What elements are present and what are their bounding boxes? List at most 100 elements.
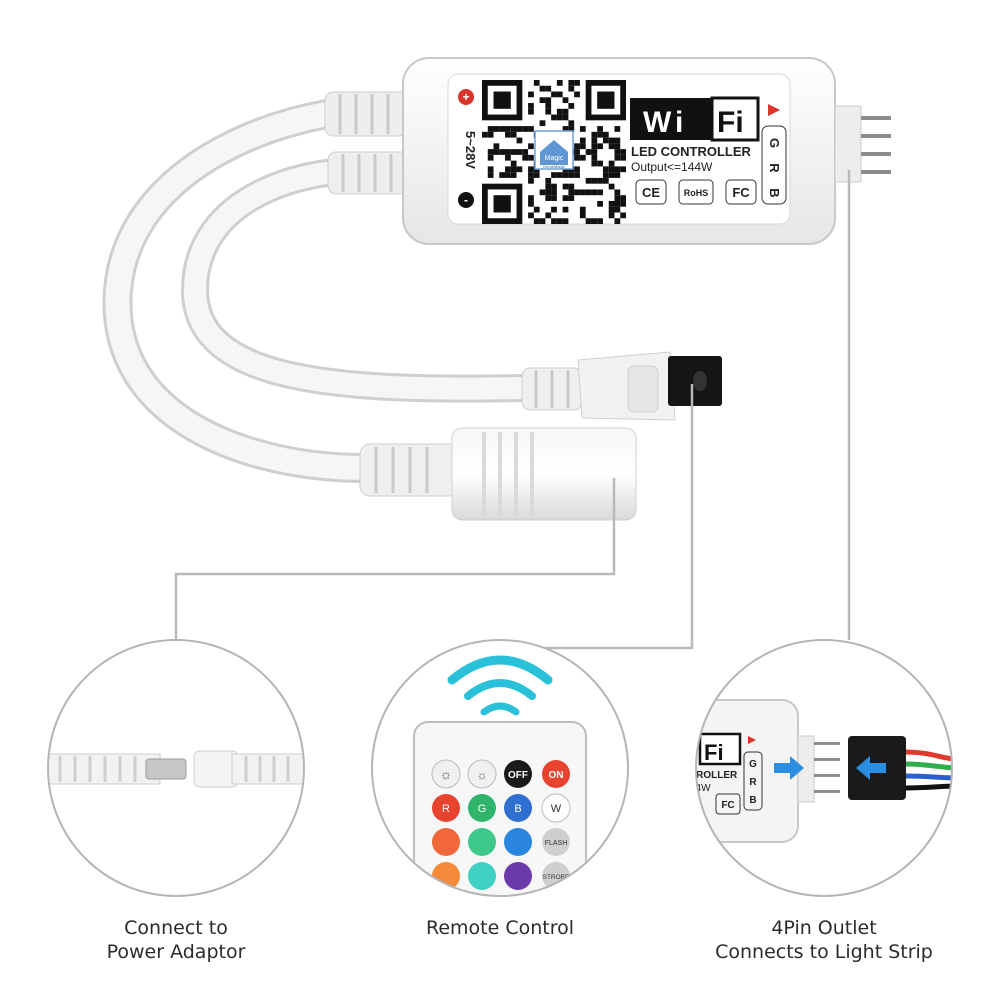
qr-module: [568, 126, 575, 132]
qr-finder: [493, 91, 511, 109]
qr-module: [539, 218, 546, 224]
svg-text:☼: ☼: [477, 768, 488, 782]
flash-label: FLASH: [545, 840, 568, 847]
qr-module: [551, 218, 557, 224]
on-button: [542, 760, 570, 788]
qr-module: [568, 189, 575, 196]
qr-badge-sub: HomeMagic: [543, 164, 564, 169]
qr-module: [556, 218, 563, 224]
qr-module: [499, 126, 506, 132]
cert-fc: FC: [732, 185, 750, 200]
qr-module: [591, 154, 598, 161]
qr-module: [608, 172, 615, 178]
qr-module: [487, 166, 494, 173]
strain-relief-top: [324, 91, 408, 137]
caption-power-line2: Power Adaptor: [106, 941, 246, 963]
dc-power-jack: [359, 427, 637, 521]
qr-module: [562, 172, 569, 178]
qr-module: [579, 137, 586, 144]
qr-module: [556, 91, 563, 98]
qr-module: [545, 212, 552, 219]
qr-module: [568, 172, 575, 178]
qr-module: [579, 189, 586, 196]
qr-module: [574, 154, 580, 161]
qr-module: [551, 114, 557, 121]
caption-4pin-outlet: 4Pin Outlet Connects to Light Strip: [674, 916, 974, 964]
qr-module: [528, 143, 534, 150]
qr-module: [562, 183, 569, 190]
product-line: LED CONTROLLER: [631, 144, 751, 159]
qr-module: [539, 189, 546, 196]
qr-module: [591, 218, 598, 224]
qr-module: [533, 206, 540, 213]
wifi-controller: + 5~28V - Magic HomeMagic W i Fi LED CON…: [402, 57, 836, 245]
qr-module: [551, 183, 557, 190]
qr-module: [545, 108, 552, 115]
qr-module: [585, 189, 592, 196]
qr-module: [597, 200, 603, 207]
qr-module: [614, 137, 621, 144]
qr-module: [608, 206, 615, 213]
qr-module: [614, 154, 621, 161]
ir-receiver-plug: [521, 351, 722, 421]
qr-module: [545, 177, 552, 184]
qr-module: [551, 91, 557, 98]
qr-module: [568, 120, 575, 127]
qr-module: [608, 200, 615, 207]
qr-module: [574, 91, 580, 98]
qr-module: [516, 126, 523, 132]
qr-module: [614, 143, 621, 150]
blue-button: [504, 794, 532, 822]
qr-module: [614, 172, 621, 178]
ir-receiver-cable: [180, 155, 539, 403]
qr-module: [556, 80, 563, 86]
qr-module: [568, 85, 575, 92]
qr-module: [499, 149, 506, 155]
qr-module: [574, 172, 580, 178]
qr-module: [551, 189, 557, 196]
qr-module: [568, 80, 575, 86]
qr-module: [574, 166, 580, 173]
qr-module: [597, 189, 603, 196]
zoom-fc-label: FC: [721, 800, 734, 811]
qr-module: [562, 108, 569, 115]
caption-power-line1: Connect to: [124, 917, 228, 939]
on-label: ON: [549, 770, 564, 781]
arrow-right-icon: [774, 756, 804, 780]
blue-label: B: [514, 803, 521, 815]
qr-module: [528, 200, 534, 207]
color-button: [468, 862, 496, 890]
qr-module: [620, 212, 626, 219]
qr-module: [487, 172, 494, 178]
callout-line-power: [174, 478, 616, 640]
qr-module: [602, 172, 609, 178]
qr-module: [551, 195, 557, 201]
pin-arrow-icon: [768, 104, 780, 116]
qr-module: [545, 103, 552, 109]
qr-module: [505, 154, 511, 161]
cert-ce: CE: [642, 185, 660, 200]
minus-label: -: [464, 193, 468, 207]
qr-module: [545, 183, 552, 190]
wifi-logo: W i Fi: [630, 96, 760, 142]
qr-module: [516, 149, 523, 155]
output-line: Output<=144W: [631, 160, 713, 174]
white-label: W: [551, 803, 562, 815]
qr-module: [487, 154, 494, 161]
qr-module: [591, 149, 598, 155]
qr-module: [539, 120, 546, 127]
qr-module: [510, 126, 517, 132]
color-button: [432, 862, 460, 890]
qr-module: [556, 172, 563, 178]
wifi-logo-i: i: [675, 106, 683, 139]
qr-module: [499, 172, 506, 178]
zoom-output-partial: 44W: [690, 783, 711, 794]
qr-module: [562, 195, 569, 201]
plus-marker: [458, 89, 474, 105]
qr-badge: Magic: [545, 155, 564, 162]
qr-module: [528, 91, 534, 98]
color-button: [504, 828, 532, 856]
qr-module: [505, 131, 511, 138]
qr-module: [528, 177, 534, 184]
